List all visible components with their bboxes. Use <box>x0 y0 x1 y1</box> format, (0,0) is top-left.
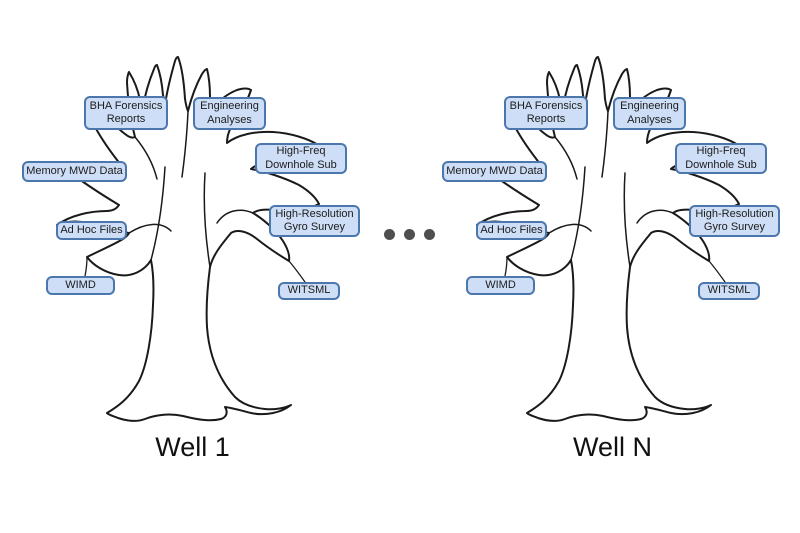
data-source-box-high-freq-sub: High-Freq Downhole Sub <box>255 143 347 174</box>
data-source-box-engineering: Engineering Analyses <box>193 97 266 130</box>
well-tree-n: BHA Forensics Reports Engineering Analys… <box>440 55 785 475</box>
data-source-box-memory-mwd: Memory MWD Data <box>22 161 127 182</box>
data-source-box-memory-mwd: Memory MWD Data <box>442 161 547 182</box>
data-source-box-ad-hoc-files: Ad Hoc Files <box>56 221 127 240</box>
data-source-box-wimd: WIMD <box>46 276 115 295</box>
data-source-box-gyro-survey: High-Resolution Gyro Survey <box>269 205 360 237</box>
data-source-box-bha-forensics: BHA Forensics Reports <box>84 96 168 130</box>
data-source-box-gyro-survey: High-Resolution Gyro Survey <box>689 205 780 237</box>
well-tree-1: BHA Forensics Reports Engineering Analys… <box>20 55 365 475</box>
data-source-box-witsml: WITSML <box>698 282 760 300</box>
data-source-box-bha-forensics: BHA Forensics Reports <box>504 96 588 130</box>
data-source-box-ad-hoc-files: Ad Hoc Files <box>476 221 547 240</box>
well-1-caption: Well 1 <box>155 432 230 462</box>
data-source-box-high-freq-sub: High-Freq Downhole Sub <box>675 143 767 174</box>
data-source-box-witsml: WITSML <box>278 282 340 300</box>
ellipsis-dot-icon <box>424 229 435 240</box>
data-source-box-engineering: Engineering Analyses <box>613 97 686 130</box>
ellipsis-dot-icon <box>384 229 395 240</box>
well-n-caption: Well N <box>572 432 652 462</box>
ellipsis-dot-icon <box>404 229 415 240</box>
data-source-box-wimd: WIMD <box>466 276 535 295</box>
ellipsis-dots <box>384 229 435 240</box>
